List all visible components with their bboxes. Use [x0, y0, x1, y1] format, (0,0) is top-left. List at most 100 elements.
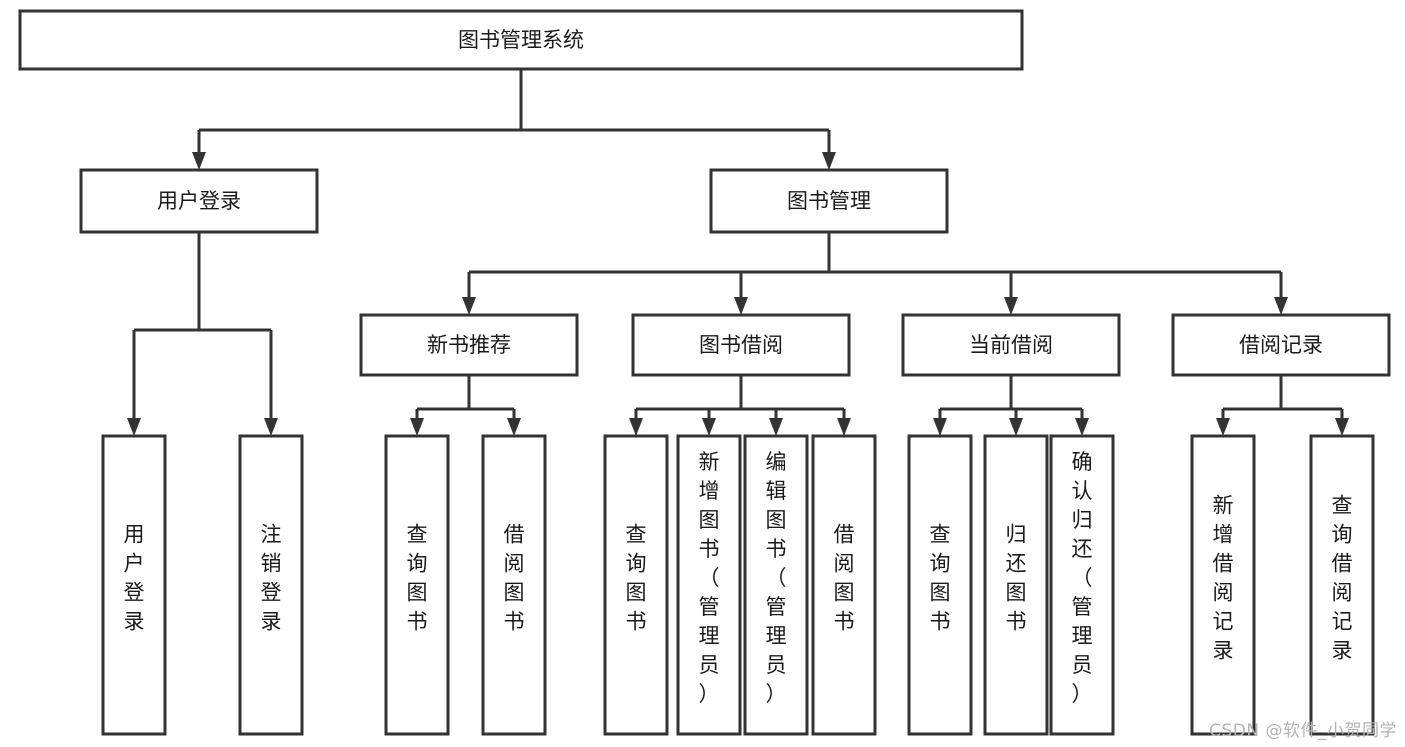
label-char: ） — [699, 682, 720, 706]
node-box-borrow-record[interactable] — [1171, 313, 1391, 377]
label-char: 辑 — [766, 479, 787, 503]
node-label-leaf-edit-book: 编辑图书（管理员） — [766, 450, 787, 706]
node-label-new-book-recommend: 新书推荐 — [427, 333, 511, 357]
node-label-book-manage: 图书管理 — [787, 189, 871, 213]
label-char: 编 — [766, 450, 787, 474]
label-char: 理 — [699, 624, 720, 648]
node-leaf-query-book-3[interactable]: 查询图书 — [907, 434, 973, 736]
label-char: 书 — [766, 537, 787, 561]
label-char: 归 — [1006, 523, 1027, 547]
label-char: 注 — [261, 523, 282, 547]
label-char: 借 — [834, 523, 855, 547]
arrow-head-icon — [1216, 418, 1230, 436]
label-char: 户 — [124, 552, 145, 576]
label-char: 员 — [766, 653, 787, 677]
node-leaf-user-login[interactable]: 用户登录 — [101, 434, 167, 736]
label-char: 书 — [504, 610, 525, 634]
label-char: （ — [1072, 566, 1093, 590]
label-char: 询 — [1332, 523, 1353, 547]
label-char: ） — [1072, 682, 1093, 706]
node-box-leaf-user-login[interactable] — [101, 434, 167, 736]
node-user-login[interactable]: 用户登录 — [79, 168, 319, 234]
node-box-new-book-recommend[interactable] — [359, 313, 579, 377]
node-box-leaf-query-record[interactable] — [1309, 434, 1375, 736]
node-box-leaf-borrow-book-1[interactable] — [481, 434, 547, 736]
node-box-book-borrow[interactable] — [631, 313, 851, 377]
node-label-current-borrow: 当前借阅 — [969, 333, 1053, 357]
node-box-leaf-confirm-return[interactable] — [1049, 434, 1115, 736]
node-box-leaf-query-book-1[interactable] — [384, 434, 450, 736]
arrow-head-icon — [769, 418, 783, 436]
node-leaf-add-book[interactable]: 新增图书（管理员） — [676, 434, 742, 736]
node-label-leaf-query-book-1: 查询图书 — [407, 523, 428, 634]
label-char: 借 — [1332, 552, 1353, 576]
watermark-label: CSDN @软件_小贺同学 — [1209, 721, 1397, 741]
node-current-borrow[interactable]: 当前借阅 — [901, 313, 1121, 377]
label-char: 管 — [1072, 595, 1093, 619]
label-char: 还 — [1006, 552, 1027, 576]
node-label-leaf-add-record: 新增借阅记录 — [1213, 494, 1234, 663]
label-char: 阅 — [1213, 581, 1234, 605]
node-box-leaf-add-record[interactable] — [1190, 434, 1256, 736]
label-char: 员 — [1072, 653, 1093, 677]
node-label-leaf-borrow-book-2: 借阅图书 — [834, 523, 855, 634]
arrow-head-icon — [1274, 297, 1288, 315]
node-box-root[interactable] — [18, 9, 1024, 71]
node-box-leaf-borrow-book-2[interactable] — [811, 434, 877, 736]
node-leaf-confirm-return[interactable]: 确认归还（管理员） — [1049, 434, 1115, 736]
node-root[interactable]: 图书管理系统 — [18, 9, 1024, 71]
label-char: 管 — [699, 595, 720, 619]
node-label-root: 图书管理系统 — [458, 28, 584, 52]
node-leaf-query-record[interactable]: 查询借阅记录 — [1309, 434, 1375, 736]
label-char: 查 — [1332, 494, 1353, 518]
label-char: 增 — [1213, 523, 1234, 547]
node-box-leaf-return-book[interactable] — [983, 434, 1049, 736]
node-box-user-login[interactable] — [79, 168, 319, 234]
node-leaf-query-book-1[interactable]: 查询图书 — [384, 434, 450, 736]
arrow-head-icon — [507, 418, 521, 436]
node-leaf-edit-book[interactable]: 编辑图书（管理员） — [743, 434, 809, 736]
label-char: 阅 — [1332, 581, 1353, 605]
label-char: 借 — [1213, 552, 1234, 576]
arrow-head-icon — [192, 152, 206, 170]
label-char: 理 — [766, 624, 787, 648]
label-char: 询 — [407, 552, 428, 576]
node-label-leaf-borrow-book-1: 借阅图书 — [504, 523, 525, 634]
node-box-leaf-logout[interactable] — [238, 434, 304, 736]
node-box-leaf-query-book-2[interactable] — [603, 434, 669, 736]
node-leaf-borrow-book-1[interactable]: 借阅图书 — [481, 434, 547, 736]
node-leaf-query-book-2[interactable]: 查询图书 — [603, 434, 669, 736]
node-leaf-return-book[interactable]: 归还图书 — [983, 434, 1049, 736]
label-char: 录 — [261, 610, 282, 634]
label-char: 阅 — [504, 552, 525, 576]
label-char: 阅 — [834, 552, 855, 576]
label-char: 查 — [626, 523, 647, 547]
label-char: 录 — [1332, 639, 1353, 663]
label-char: 书 — [1006, 610, 1027, 634]
node-leaf-logout[interactable]: 注销登录 — [238, 434, 304, 736]
connector-layer — [127, 69, 1349, 436]
node-label-leaf-user-login: 用户登录 — [124, 523, 145, 634]
node-book-manage[interactable]: 图书管理 — [709, 168, 949, 234]
node-book-borrow[interactable]: 图书借阅 — [631, 313, 851, 377]
node-box-book-manage[interactable] — [709, 168, 949, 234]
label-char: 还 — [1072, 537, 1093, 561]
label-char: 增 — [699, 479, 720, 503]
label-char: 记 — [1332, 610, 1353, 634]
label-char: 录 — [1213, 639, 1234, 663]
arrow-head-icon — [822, 152, 836, 170]
node-leaf-add-record[interactable]: 新增借阅记录 — [1190, 434, 1256, 736]
label-char: 图 — [766, 508, 787, 532]
label-char: （ — [699, 566, 720, 590]
node-box-leaf-add-book[interactable] — [676, 434, 742, 736]
node-label-leaf-add-book: 新增图书（管理员） — [699, 450, 720, 706]
node-box-leaf-edit-book[interactable] — [743, 434, 809, 736]
node-new-book-recommend[interactable]: 新书推荐 — [359, 313, 579, 377]
arrow-head-icon — [1009, 418, 1023, 436]
node-box-leaf-query-book-3[interactable] — [907, 434, 973, 736]
node-leaf-borrow-book-2[interactable]: 借阅图书 — [811, 434, 877, 736]
node-borrow-record[interactable]: 借阅记录 — [1171, 313, 1391, 377]
label-char: 书 — [407, 610, 428, 634]
node-box-current-borrow[interactable] — [901, 313, 1121, 377]
